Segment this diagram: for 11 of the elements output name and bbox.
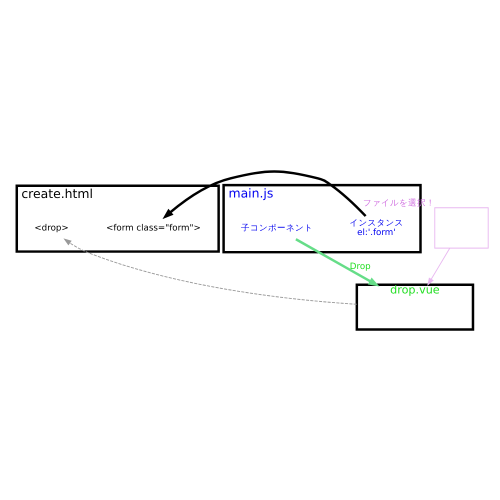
edge-label: Drop bbox=[350, 261, 371, 272]
arrow bbox=[63, 238, 358, 304]
node-text: インスタンス el:'.form' bbox=[349, 218, 404, 238]
node-box: drop.vue bbox=[356, 283, 474, 330]
node-box bbox=[434, 206, 489, 248]
node-text: <drop> bbox=[34, 222, 69, 233]
arrow bbox=[427, 247, 450, 286]
arrow bbox=[162, 170, 367, 219]
arrow bbox=[295, 238, 380, 286]
node-text: 子コンポーネント bbox=[241, 222, 314, 233]
node-text: <form class="form"> bbox=[106, 222, 201, 233]
